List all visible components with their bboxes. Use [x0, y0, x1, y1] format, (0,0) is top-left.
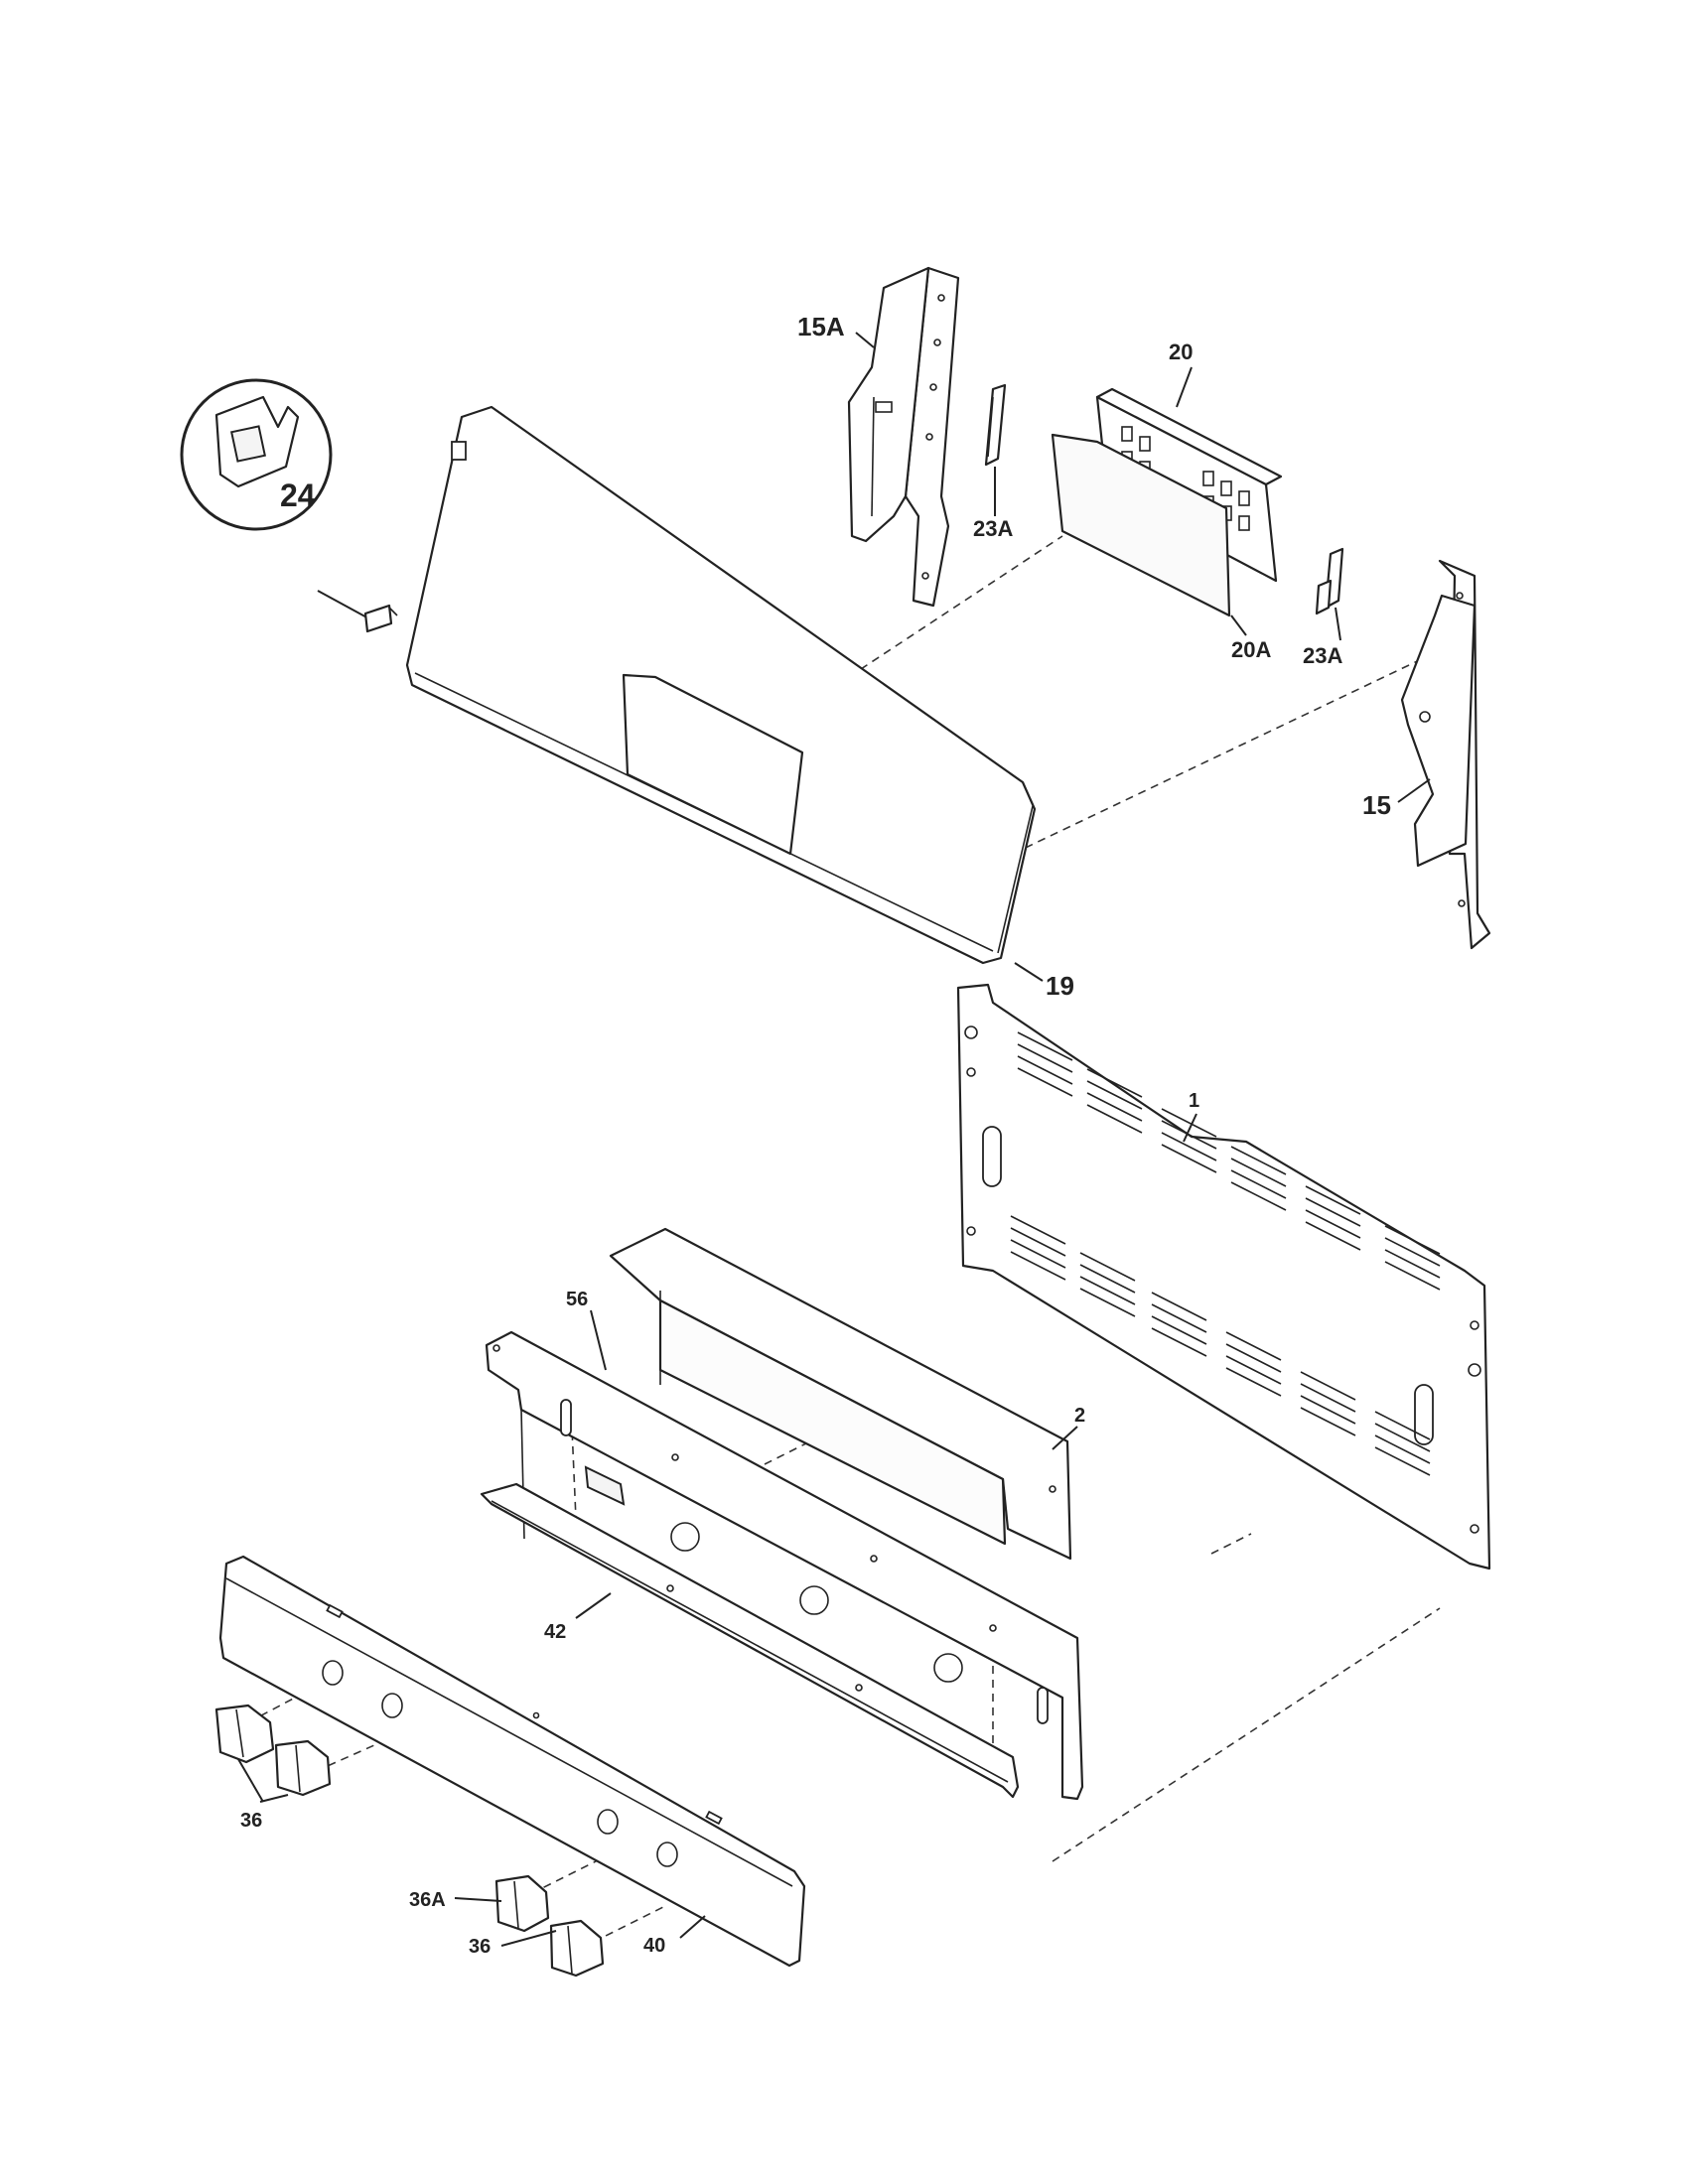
callout-1: 1 [1189, 1090, 1199, 1112]
leader-lines [237, 332, 1431, 1947]
callout-2: 2 [1074, 1405, 1085, 1427]
callout-15: 15 [1362, 790, 1391, 820]
trim-clip-23a-right [1315, 547, 1344, 615]
callout-20: 20 [1169, 340, 1193, 364]
callout-labels: 15A 20 23A 23A 20A 24 15 19 1 56 2 42 36… [240, 312, 1391, 1958]
callout-19: 19 [1046, 971, 1074, 1001]
callout-36-top: 36 [240, 1810, 262, 1832]
left-end-bracket-15a [847, 266, 960, 608]
heat-shield-2 [609, 1227, 1072, 1561]
knob-36-c [549, 1919, 605, 1978]
rear-panel-1 [956, 983, 1491, 1570]
callout-36a: 36A [409, 1889, 446, 1911]
trim-clip-23a-left [984, 383, 1007, 467]
callout-20a: 20A [1231, 637, 1271, 662]
knob-36a [494, 1874, 550, 1933]
knob-panel-40 [218, 1555, 806, 1968]
knob-36-a [214, 1704, 275, 1764]
rocker-switch-24 [180, 378, 398, 633]
callout-40: 40 [643, 1935, 665, 1957]
control-panel-19 [405, 405, 1037, 965]
manifold-panel-56 [485, 1330, 1084, 1801]
callout-24: 24 [280, 478, 316, 513]
callout-23a-right: 23A [1303, 643, 1342, 668]
callout-56: 56 [566, 1289, 588, 1310]
vent-louvers [1010, 1031, 1441, 1476]
callout-23a-left: 23A [973, 516, 1013, 541]
callout-15a: 15A [797, 312, 845, 341]
callout-36-bottom: 36 [469, 1936, 491, 1958]
control-overlay-20a [1051, 433, 1231, 617]
knob-36-b [274, 1739, 332, 1797]
trim-strip-42 [480, 1482, 1020, 1799]
right-end-bracket-15 [1400, 559, 1491, 950]
callout-42: 42 [544, 1621, 566, 1643]
